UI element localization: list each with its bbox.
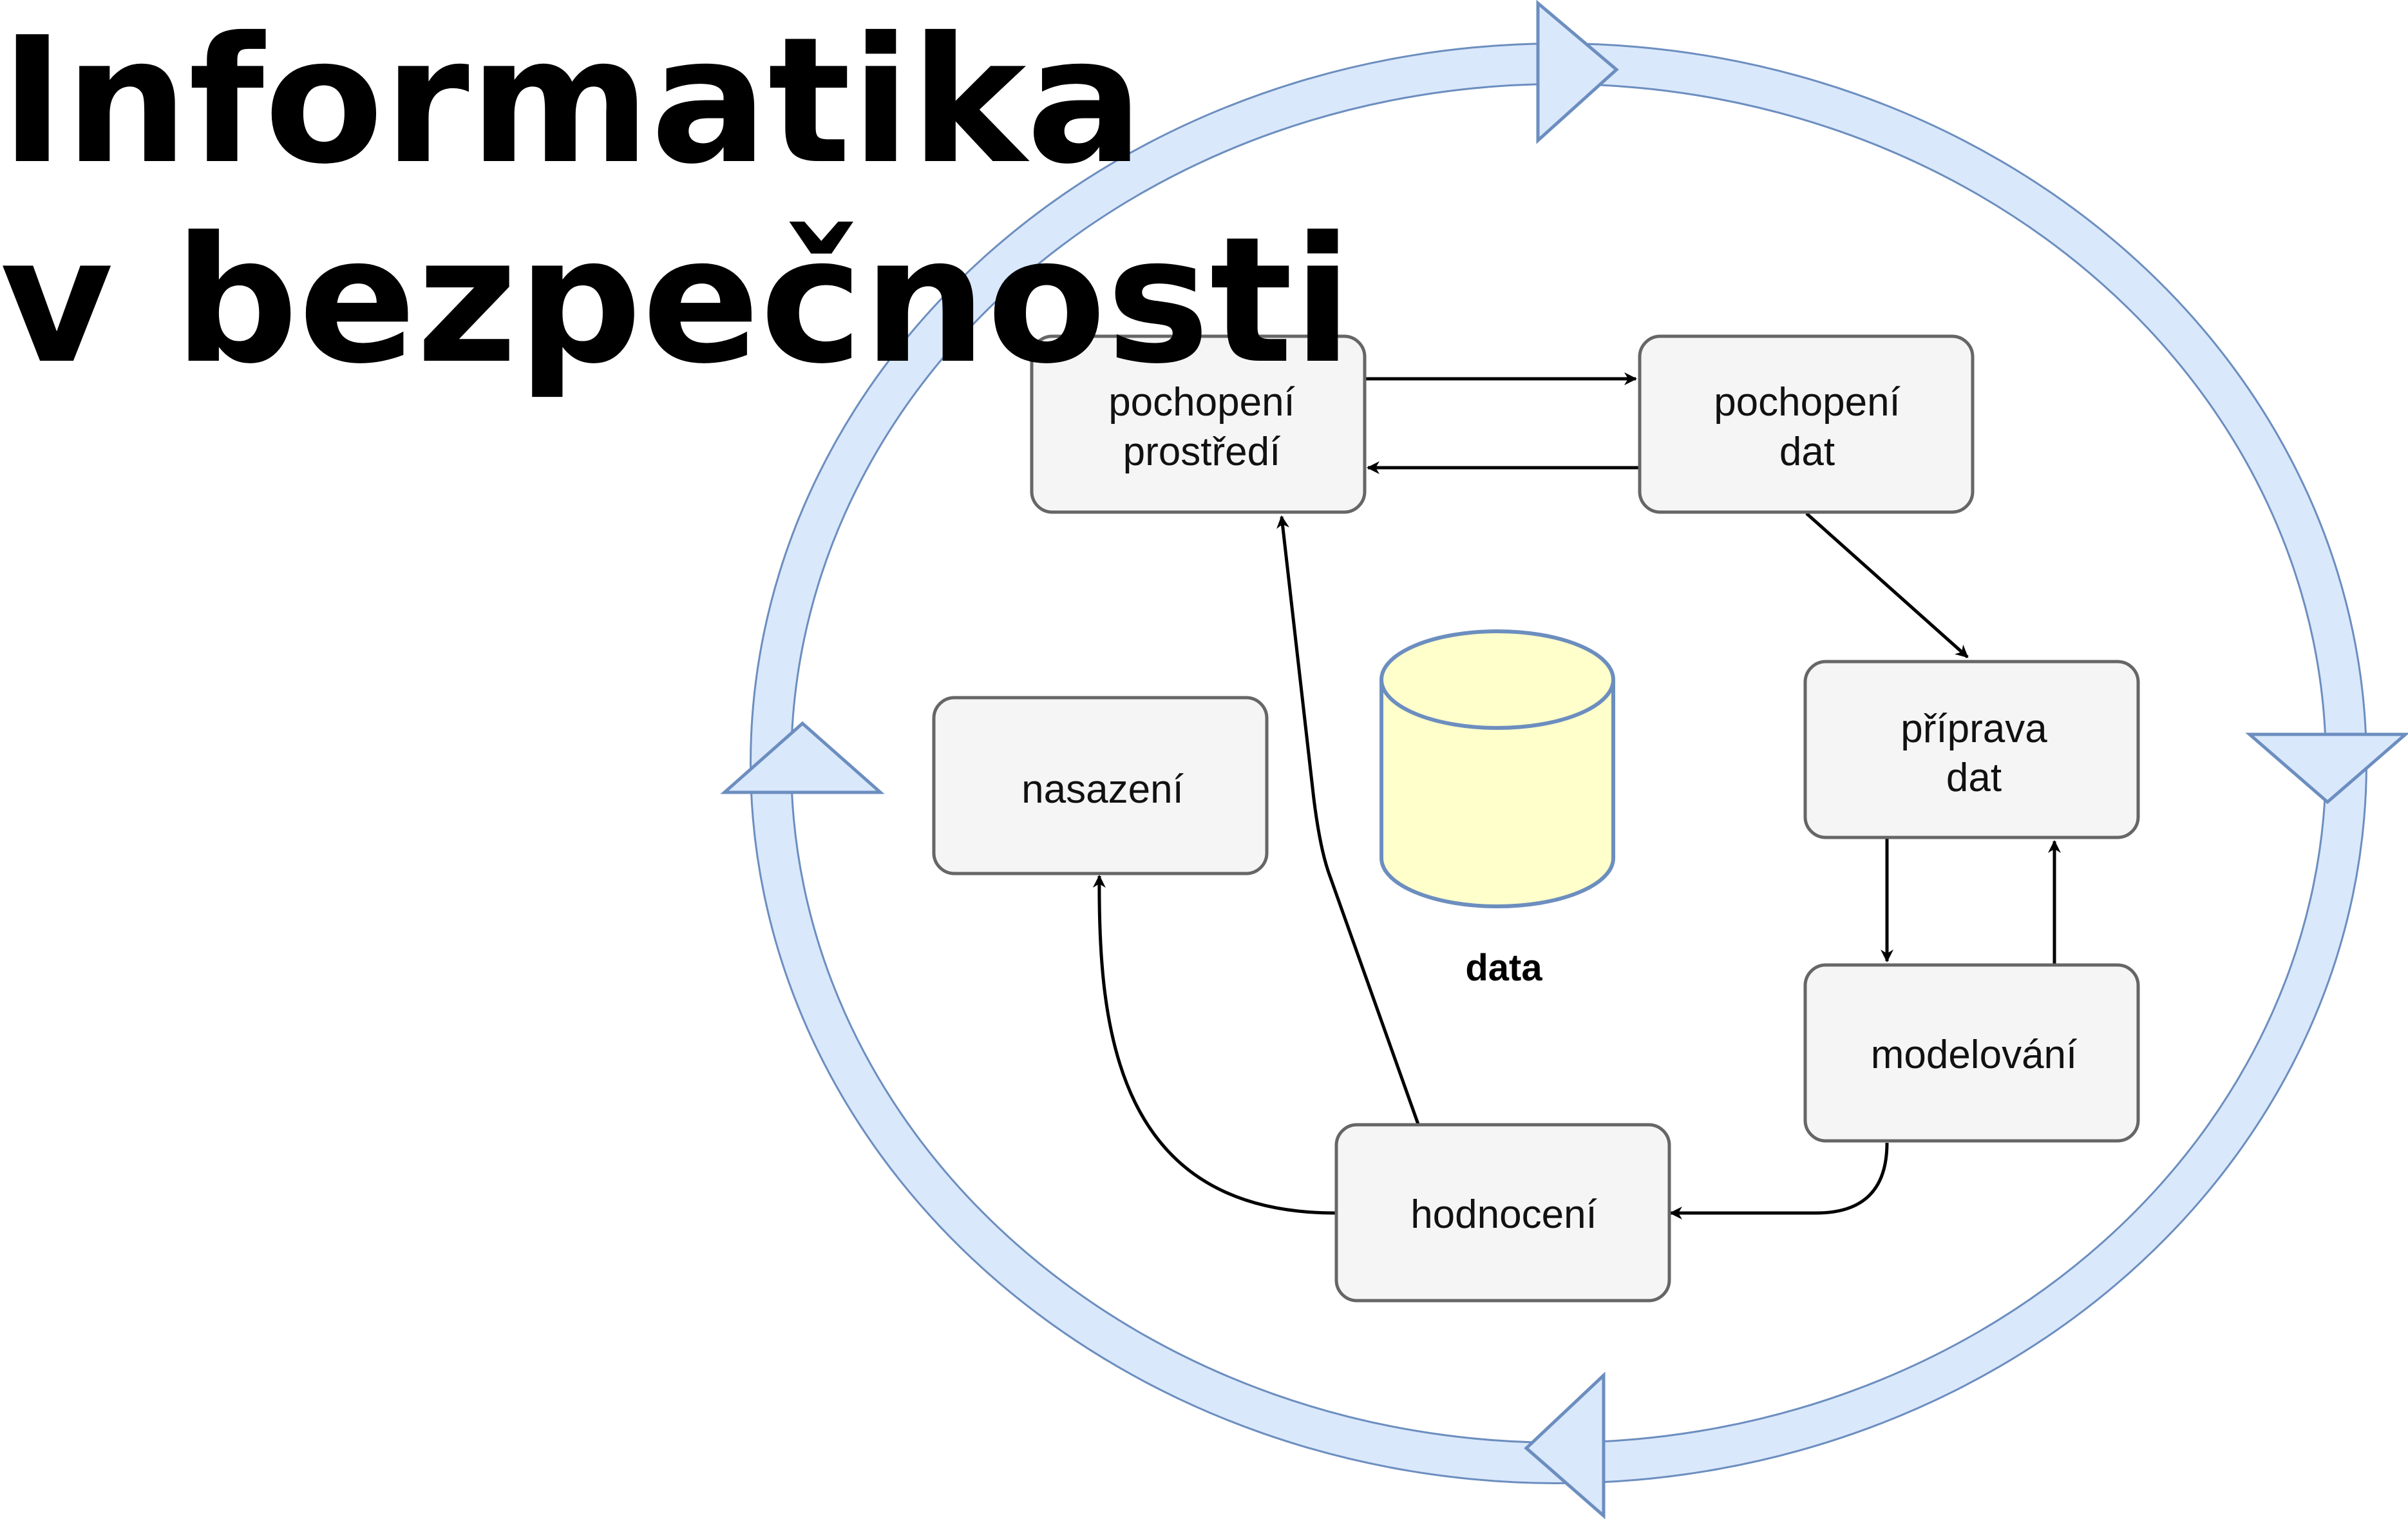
node-modeling: modelování [1803, 963, 2140, 1143]
node-label: prostředí [1123, 430, 1281, 474]
node-label: dat [1779, 430, 1835, 474]
connectors [1092, 372, 2061, 1219]
database-label: data [1465, 947, 1542, 989]
node-data-preparation: příprava dat [1803, 660, 2140, 839]
database-cylinder-icon [1379, 629, 1615, 908]
node-deployment: nasazení [932, 696, 1269, 875]
node-label: pochopení [1108, 380, 1295, 425]
node-label: příprava [1901, 707, 2047, 751]
arrow-evaluation-to-deployment [1092, 875, 1336, 1215]
cycle-arrow-left-icon [720, 721, 885, 794]
cycle-arrow-right-icon [2245, 732, 2408, 805]
cycle-arrow-bottom-icon [1524, 1371, 1606, 1519]
cycle-arrow-top-icon [1536, 0, 1619, 144]
node-business-understanding: pochopení prostředí [1030, 334, 1367, 514]
node-label: pochopení [1714, 380, 1901, 425]
arrow-data-understanding-to-preparation [1805, 512, 1969, 658]
page-title-line-2: v bezpečnosti [0, 199, 1352, 402]
node-evaluation: hodnocení [1334, 1123, 1671, 1303]
arrow-modeling-to-evaluation [1669, 1142, 1889, 1219]
node-label: modelování [1871, 1033, 2078, 1077]
arrow-evaluation-to-business [1276, 515, 1420, 1125]
node-label: hodnocení [1410, 1192, 1597, 1237]
node-label: nasazení [1021, 767, 1184, 812]
node-data-understanding: pochopení dat [1638, 334, 1975, 514]
page-title-line-1: Informatika [0, 0, 1144, 202]
node-label: dat [1946, 756, 2002, 800]
